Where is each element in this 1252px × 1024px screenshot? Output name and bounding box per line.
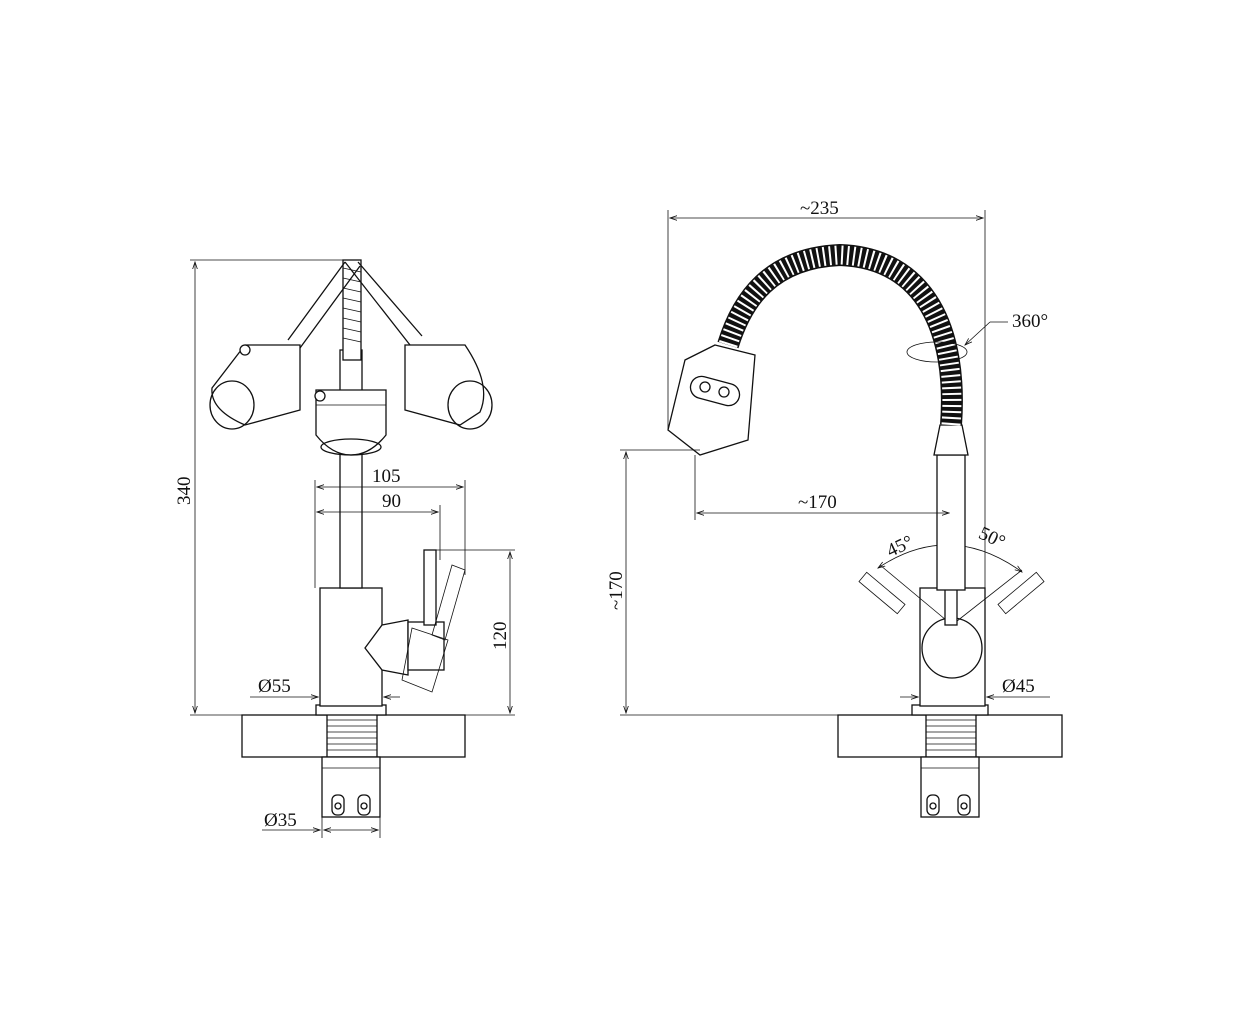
dim-spout-reach: ~170	[798, 492, 837, 513]
dim-rotation: 360°	[1012, 311, 1048, 332]
spout-pipe	[936, 454, 966, 591]
connector-nut	[321, 756, 381, 818]
dim-total-height: 340	[174, 477, 195, 506]
lever-handle	[423, 549, 437, 626]
dim-thread-diameter: Ø35	[264, 810, 297, 831]
dim-reach-min: 90	[382, 491, 401, 512]
dim-body-diameter: Ø45	[1002, 676, 1035, 697]
spray-head-center	[315, 389, 387, 456]
spray-head-right	[404, 344, 485, 426]
lever-hub	[364, 619, 409, 676]
dim-lever-angle-right: 50°	[975, 523, 1008, 553]
dim-body-diameter: Ø55	[258, 676, 291, 697]
front-view: 340 105 90 120 Ø55 Ø35	[174, 259, 515, 838]
spout-pipe	[339, 349, 363, 589]
lever-hub	[921, 617, 983, 679]
spray-mode-button	[689, 375, 741, 407]
dim-handle-height: 120	[490, 622, 511, 651]
side-view: 45° 50° ~235 360° ~170 ~170 Ø45	[606, 198, 1063, 818]
dim-reach-max: 105	[372, 466, 401, 487]
dim-total-width: ~235	[800, 198, 839, 219]
dim-lever-angle-left: 45°	[884, 532, 917, 562]
spray-head-left	[211, 344, 301, 426]
dim-spout-height: ~170	[606, 571, 627, 610]
